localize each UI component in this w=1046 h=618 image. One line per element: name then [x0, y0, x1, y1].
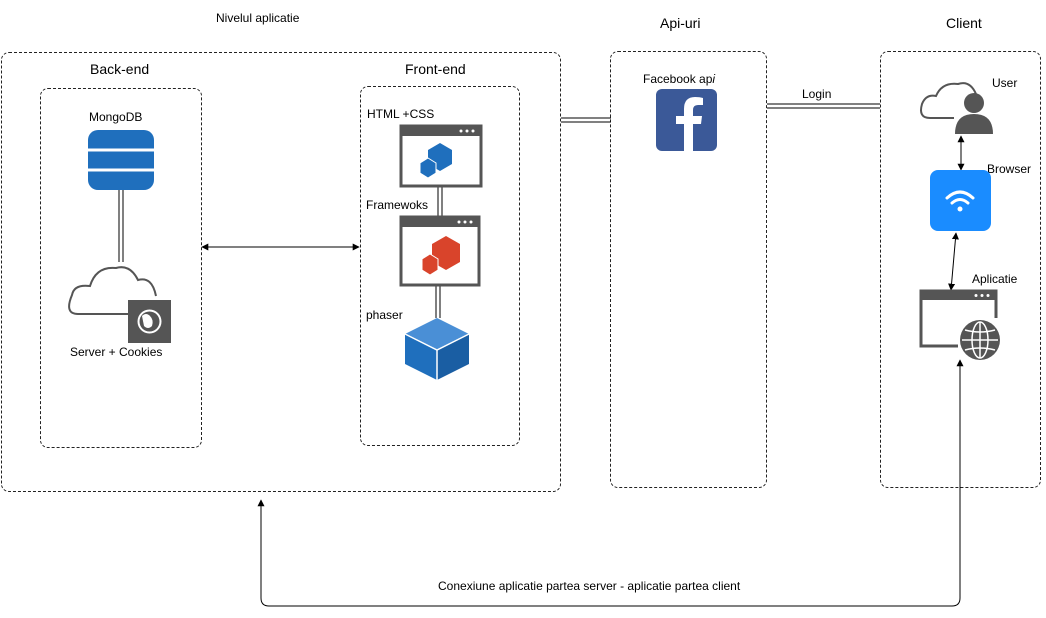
cloud-user-icon [920, 82, 993, 134]
database-icon [88, 130, 154, 190]
frontend-title: Front-end [405, 61, 466, 77]
app-label: Aplicatie [972, 272, 1018, 286]
cloud-server-icon [68, 266, 171, 343]
bottom-connection-arrow [257, 359, 964, 607]
html-css-label: HTML +CSS [367, 107, 435, 121]
browser-app-arrow [948, 232, 959, 291]
frameworks-label: Framewoks [366, 198, 429, 212]
facebook-icon [656, 89, 717, 151]
client-title: Client [946, 15, 982, 31]
server-label: Server + Cookies [70, 345, 163, 359]
api-client-login-link [767, 103, 880, 109]
frameworks-phaser-link [435, 286, 441, 318]
cube-icon [404, 318, 470, 380]
app-api-link [561, 117, 611, 123]
facebook-api-label: Facebook api [643, 72, 716, 86]
login-label: Login [802, 87, 832, 101]
top-label: Nivelul aplicatie [216, 11, 300, 25]
browser-globe-icon [919, 289, 1000, 360]
db-server-link [118, 190, 124, 262]
backend-box [40, 88, 202, 448]
browser-label: Browser [987, 162, 1032, 176]
user-label: User [992, 76, 1018, 90]
browser-window-blue-icon [399, 124, 483, 188]
mongodb-label: MongoDB [89, 110, 143, 124]
apis-title: Api-uri [660, 15, 701, 31]
backend-title: Back-end [90, 61, 150, 77]
wifi-icon [930, 170, 991, 231]
html-frameworks-link [437, 186, 443, 217]
browser-window-red-icon [399, 215, 481, 287]
bottom-connection-label: Conexiune aplicatie partea server - apli… [438, 579, 741, 593]
phaser-label: phaser [366, 308, 403, 322]
